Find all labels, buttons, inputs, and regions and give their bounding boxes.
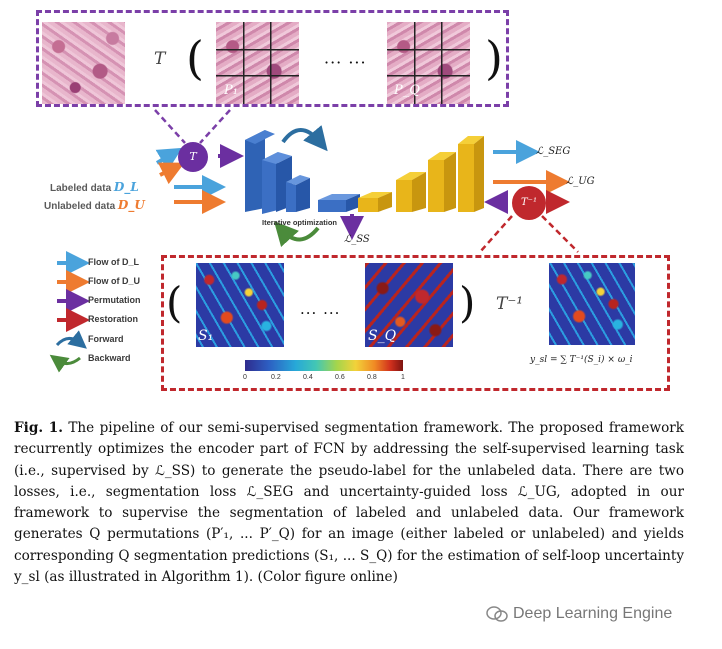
input-arrow-unlabeled-to-t — [157, 162, 185, 185]
permutation-box: T ( P₁ ··· ··· P_Q ) — [36, 10, 509, 107]
map-label-sq: S_Q — [368, 328, 397, 344]
forward-curve-arrow — [281, 125, 328, 152]
restoration-node: T⁻¹ — [512, 186, 546, 220]
permuted-patch-1-image — [216, 22, 299, 104]
original-patch-image — [42, 22, 125, 104]
colorbar-tick: 0.6 — [335, 374, 345, 381]
bottom-ellipsis: ··· ··· — [300, 304, 341, 322]
colorbar-tick: 0.2 — [271, 374, 281, 381]
connector-right — [199, 109, 231, 144]
restoration-box — [161, 255, 670, 391]
colorbar-tick: 0.8 — [367, 374, 377, 381]
input-arrow-labeled-to-t — [155, 147, 183, 171]
bottom-open-paren: ( — [166, 278, 183, 327]
colorbar-tick: 1 — [401, 374, 405, 381]
permutation-node: T — [178, 142, 208, 172]
prediction-map-q-image — [365, 263, 453, 347]
map-label-s1: S₁ — [198, 328, 214, 344]
colorbar — [245, 360, 403, 371]
legend-label-forward: Forward — [88, 334, 124, 344]
bottom-close-paren: ) — [459, 278, 476, 327]
permuted-patch-q-image — [387, 22, 470, 104]
restore-connector-left — [479, 215, 513, 253]
inverse-operator: T⁻¹ — [496, 294, 524, 314]
backward-curve-arrow — [273, 221, 320, 247]
unlabeled-data-text: Unlabeled data — [44, 201, 116, 212]
iterative-optimization-label: Iterative optimization — [262, 218, 338, 227]
labeled-data-text: Labeled data — [50, 183, 112, 194]
legend-label-du: Flow of D_U — [88, 276, 140, 286]
unlabeled-data-symbol: D_U — [117, 198, 145, 212]
colorbar-tick: 0 — [243, 374, 247, 381]
operator-t: T — [154, 49, 166, 69]
legend-curve-forward — [55, 330, 87, 349]
patch-label-1: P₁ — [224, 83, 238, 98]
uncertainty-formula: y_sl = ∑ T⁻¹(S_i) × ω_i — [530, 355, 633, 365]
loss-ug-label: ℒ_UG — [566, 176, 595, 187]
loss-seg-label: ℒ_SEG — [536, 146, 571, 157]
wechat-icon — [486, 606, 508, 622]
caption-label: Fig. 1. — [14, 420, 63, 436]
prediction-map-1-image — [196, 263, 284, 347]
labeled-data-symbol: D_L — [113, 180, 139, 194]
watermark-text: Deep Learning Engine — [513, 605, 673, 622]
patch-label-q: P_Q — [394, 83, 420, 98]
decoder — [358, 136, 484, 212]
loss-ss-label: ℒ_SS — [344, 234, 370, 245]
connector-left — [154, 109, 186, 144]
uncertainty-map-image — [549, 263, 635, 345]
open-paren: ( — [186, 31, 204, 85]
restore-connector-right — [541, 215, 579, 253]
watermark: Deep Learning Engine — [486, 605, 672, 623]
legend-label-perm: Permutation — [88, 295, 141, 305]
encoder — [245, 130, 360, 214]
figure-caption: Fig. 1. The pipeline of our semi-supervi… — [14, 418, 684, 588]
colorbar-tick: 0.4 — [303, 374, 313, 381]
close-paren: ) — [485, 31, 503, 85]
legend-label-rest: Restoration — [88, 314, 139, 324]
unlabeled-data-label: Unlabeled data D_U — [44, 198, 145, 212]
pipeline-diagram — [49, 109, 579, 373]
legend-curve-backward — [49, 354, 81, 373]
legend-label-backward: Backward — [88, 353, 131, 363]
ellipsis: ··· ··· — [324, 53, 367, 72]
caption-text: The pipeline of our semi-supervised segm… — [14, 420, 684, 586]
labeled-data-label: Labeled data D_L — [50, 180, 139, 194]
legend-label-dl: Flow of D_L — [88, 257, 139, 267]
